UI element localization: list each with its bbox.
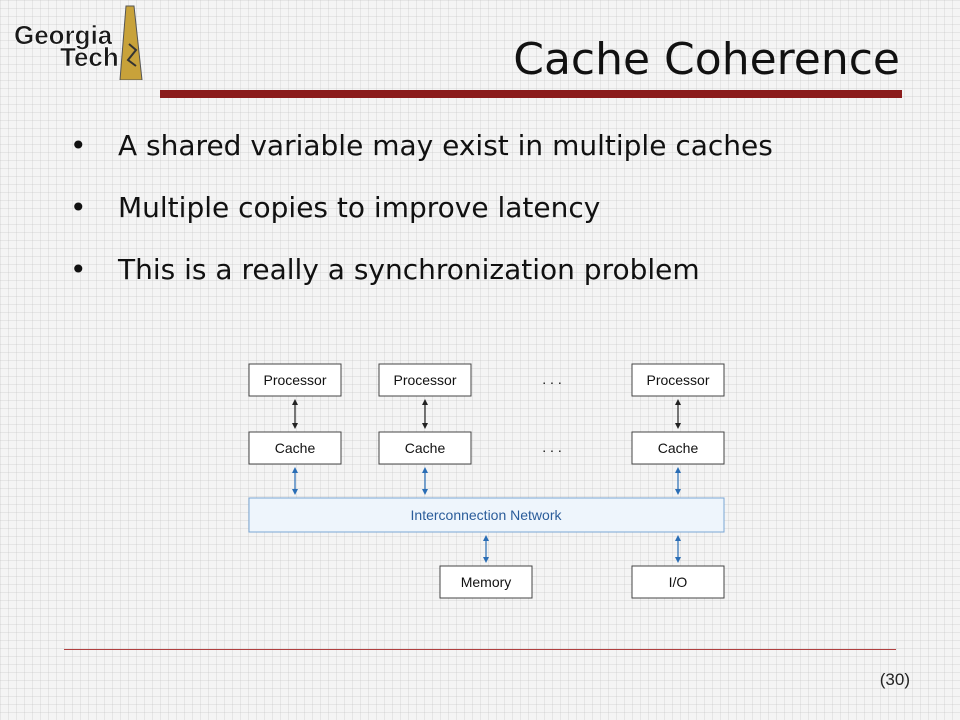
title-underline (160, 90, 902, 98)
memory-label: Memory (461, 574, 512, 590)
slide-number: (30) (879, 670, 910, 689)
bullet-item: • A shared variable may exist in multipl… (70, 124, 930, 186)
bullet-list: • A shared variable may exist in multipl… (70, 124, 930, 310)
bullet-text: A shared variable may exist in multiple … (118, 129, 773, 162)
cache-label: Cache (658, 440, 699, 456)
processor-ellipsis: . . . (542, 371, 561, 387)
cache-label: Cache (405, 440, 446, 456)
io-box (631, 565, 725, 599)
interconnection-network-label: Interconnection Network (411, 507, 563, 523)
processor-label: Processor (263, 372, 326, 388)
interconnection-network-bar (248, 497, 725, 533)
bullet-dot: • (70, 253, 87, 286)
processor-label: Processor (646, 372, 709, 388)
cache-box (378, 431, 472, 465)
cache-ellipsis: . . . (542, 439, 561, 455)
bullet-item: • This is a really a synchronization pro… (70, 248, 930, 310)
footer-rule (64, 649, 896, 650)
io-label: I/O (669, 574, 688, 590)
bullet-dot: • (70, 129, 87, 162)
logo-tower-shape (119, 5, 143, 80)
georgia-tech-logo: Georgia Tech (14, 5, 143, 80)
processor-box (248, 363, 342, 397)
bullet-dot: • (70, 191, 87, 224)
bullet-text: Multiple copies to improve latency (118, 191, 601, 224)
bullet-item: • Multiple copies to improve latency (70, 186, 930, 248)
processor-box (631, 363, 725, 397)
multiprocessor-diagram: Processor Processor . . . Processor Cach… (248, 363, 725, 599)
memory-box (439, 565, 533, 599)
cache-box (248, 431, 342, 465)
cache-box (631, 431, 725, 465)
bullet-text: This is a really a synchronization probl… (118, 253, 700, 286)
processor-box (378, 363, 472, 397)
slide-title: Cache Coherence (513, 34, 900, 85)
cache-label: Cache (275, 440, 316, 456)
processor-label: Processor (393, 372, 456, 388)
logo-text-georgia: Georgia (14, 20, 113, 50)
logo-tower-detail (126, 43, 138, 67)
logo-text-tech: Tech (60, 42, 119, 72)
